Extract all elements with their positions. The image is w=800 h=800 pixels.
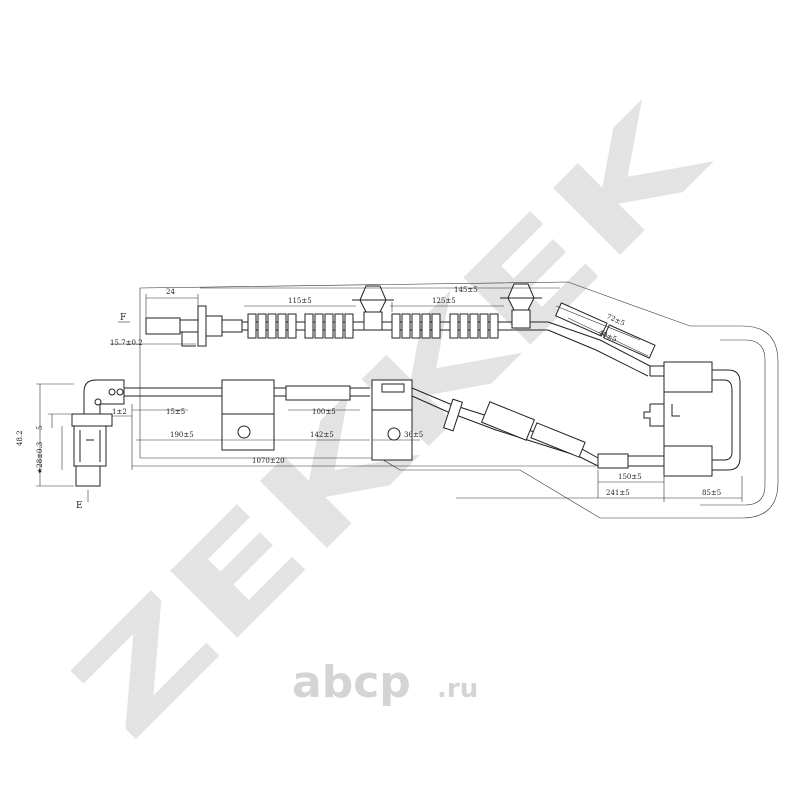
- dim-15: 15±5: [166, 408, 185, 416]
- grommet-group-3: [391, 313, 441, 339]
- dim-145: 145±5: [454, 286, 478, 294]
- dim-48-2: 48.2: [16, 430, 24, 446]
- dim-24: 24: [166, 288, 175, 296]
- view-label-f: F: [120, 313, 126, 323]
- dim-1: 1±2: [112, 408, 127, 416]
- dim-115: 115±5: [288, 297, 312, 305]
- dim-72: 72±5: [605, 313, 626, 328]
- connector-f: [145, 305, 243, 347]
- dim-125: 125±5: [432, 297, 456, 305]
- dim-36: 36±5: [404, 431, 423, 439]
- dim-5: 5: [36, 426, 44, 430]
- mounting-bracket: [643, 361, 741, 477]
- dim-28: ★28±0.3: [36, 442, 44, 474]
- dim-150: 150±5: [618, 473, 642, 481]
- grommet-group-1: [247, 313, 297, 339]
- dim-142: 142±5: [310, 431, 334, 439]
- dim-1070: 1070±20: [252, 457, 285, 465]
- site-watermark-main: abcp: [292, 657, 411, 708]
- dim-190: 190±5: [170, 431, 194, 439]
- dimension-lines: [36, 287, 743, 502]
- lower-cable: [124, 379, 664, 469]
- dim-85: 85±5: [702, 489, 721, 497]
- dim-241: 241±5: [606, 489, 630, 497]
- clip-2: [500, 283, 542, 329]
- dim-15-7: 15.7±0.2: [110, 339, 143, 347]
- site-watermark: abcp .ru: [292, 657, 478, 708]
- grommet-group-4: [449, 313, 499, 339]
- clip-1: [352, 285, 394, 331]
- view-labels: F E: [76, 313, 126, 511]
- site-watermark-suffix: .ru: [437, 674, 478, 704]
- dim-100: 100±5: [312, 408, 336, 416]
- grommet-group-2: [304, 313, 354, 339]
- sensor-head: [71, 379, 125, 487]
- inner-envelope-outline: [700, 339, 766, 506]
- envelope-outline: [139, 281, 779, 519]
- view-label-e: E: [76, 501, 83, 511]
